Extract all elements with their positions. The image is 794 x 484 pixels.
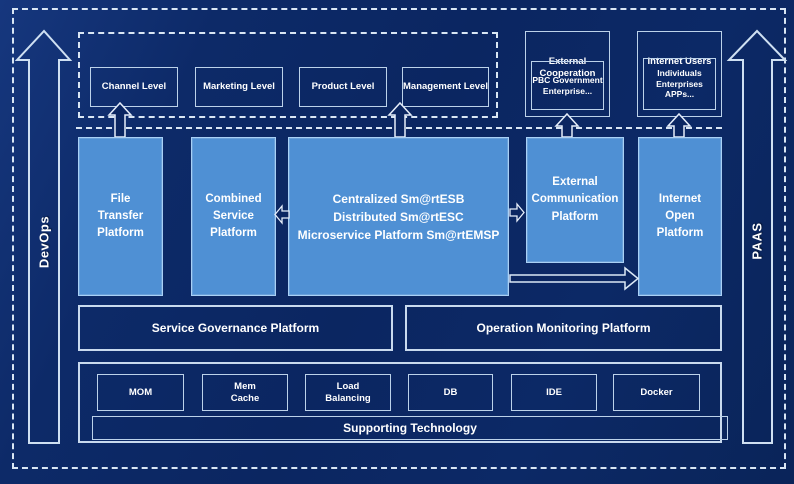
level-box-management: Management Level — [402, 67, 489, 107]
platform-external-communication: External Communication Platform — [526, 137, 624, 263]
diagram-outer-border — [12, 8, 786, 469]
up-arrow-internet-open — [666, 112, 692, 138]
up-arrow-esb — [387, 101, 413, 138]
tech-box-mem-cache: Mem Cache — [202, 374, 288, 411]
paas-arrow-label: PAAS — [749, 222, 765, 260]
tech-box-ide: IDE — [511, 374, 597, 411]
supporting-technology-group — [78, 362, 722, 443]
service-governance-platform: Service Governance Platform — [78, 305, 393, 351]
internet-users-title: Internet Users — [647, 56, 712, 67]
level-box-marketing: Marketing Level — [195, 67, 283, 107]
long-arrow-esb-to-internet-open — [509, 266, 640, 291]
tech-box-load-balancing: Load Balancing — [305, 374, 391, 411]
right-arrow-esb-to-external — [509, 202, 525, 223]
platform-internet-open: Internet Open Platform — [638, 137, 722, 296]
external-cooperation-members: PBC Government Enterprise... — [531, 61, 604, 110]
tech-box-db: DB — [408, 374, 493, 411]
up-arrow-external-communication — [554, 112, 580, 138]
tech-box-docker: Docker — [613, 374, 700, 411]
left-arrow-esb-to-combined — [274, 204, 290, 225]
paas-arrow — [726, 29, 788, 444]
supporting-technology-banner: Supporting Technology — [92, 416, 728, 440]
operation-monitoring-platform: Operation Monitoring Platform — [405, 305, 722, 351]
platform-file-transfer: File Transfer Platform — [78, 137, 163, 296]
devops-arrow — [14, 29, 73, 444]
level-box-channel: Channel Level — [90, 67, 178, 107]
level-box-product: Product Level — [299, 67, 387, 107]
up-arrow-file-transfer — [107, 101, 133, 138]
platform-smart-esb: Centralized Sm@rtESB Distributed Sm@rtES… — [288, 137, 509, 296]
levels-group-border — [78, 32, 498, 118]
internet-users-members: Individuals Enterprises APPs... — [643, 58, 716, 110]
tech-box-mom: MOM — [97, 374, 184, 411]
platform-combined-service: Combined Service Platform — [191, 137, 276, 296]
devops-arrow-label: DevOps — [36, 215, 52, 269]
